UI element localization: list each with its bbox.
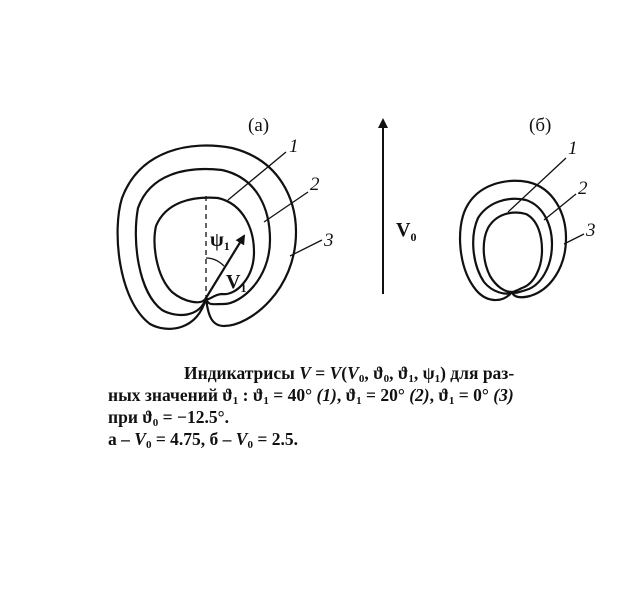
panel-b-leader-3 [563,233,585,245]
panel-a-curve-label-1: 1 [289,136,299,157]
caption-line-4: а – V0 = 4.75, б – V0 = 2.5. [108,429,298,451]
caption-line-3: при ϑ0 = −12.5°. [108,407,229,429]
panel-b-leader-1 [507,157,567,213]
figure-caption: Индикатрисы V = V(V0, ϑ0, ϑ1, ψ1) для ра… [108,362,608,451]
caption-line-1: Индикатрисы V = V(V0, ϑ0, ϑ1, ψ1) для ра… [184,363,515,385]
panel-a-curve-3 [116,144,298,330]
panel-a-leader-1 [227,151,287,201]
panel-b-curve-label-2: 2 [578,178,588,199]
panel-b-leader-2 [543,193,577,221]
panel-b: (б) 1 2 3 [458,115,596,302]
panel-a: (а) ψ1 V1 1 2 3 [116,115,334,330]
panel-a-curve-label-2: 2 [310,174,320,195]
panel-b-curve-label-1: 1 [568,138,578,159]
caption-line-2: ных значений ϑ1 : ϑ1 = 40° (1), ϑ1 = 20°… [108,385,514,407]
panel-a-label: (а) [248,115,269,136]
panel-b-curve-1 [482,211,544,294]
flow-direction: V0 [378,118,416,294]
panel-a-curve-1 [153,196,256,304]
panel-a-curve-label-3: 3 [323,230,334,251]
panel-a-angle-label: ψ1 [210,229,230,253]
panel-a-velocity-vector-v1 [205,234,246,299]
panel-a-angle-arc [205,257,225,267]
panel-a-leader-2 [263,191,309,223]
panel-a-leader-3 [289,239,323,257]
flow-velocity-label: V0 [396,219,416,244]
panel-b-curve-3 [458,179,568,302]
panel-a-curve-2 [134,167,272,317]
panel-b-label: (б) [529,115,551,136]
panel-b-curve-2 [472,197,554,295]
panel-a-vector-label: V1 [226,271,246,295]
panel-b-curve-label-3: 3 [585,220,596,241]
